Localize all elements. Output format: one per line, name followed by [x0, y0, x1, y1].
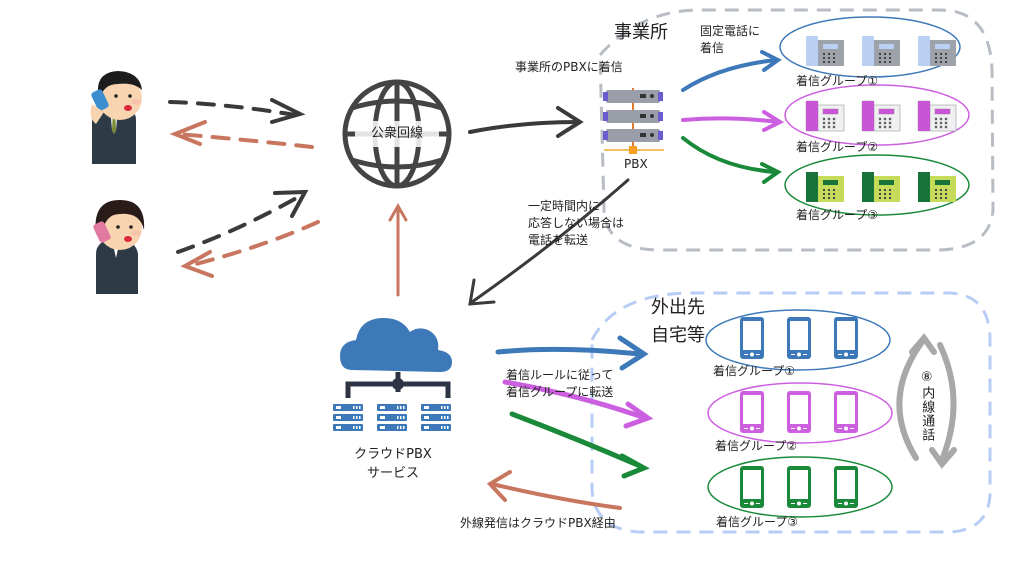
extension-call-label: ⑧内線通話 — [919, 370, 935, 442]
desk-group2-label: 着信グループ② — [796, 140, 879, 154]
remote-title-line2: 自宅等 — [651, 325, 705, 346]
cloud-pbx-label-line2: サービス — [366, 466, 420, 481]
remote-group2-phones — [740, 391, 858, 433]
pbx-to-group3-arrow — [681, 136, 782, 184]
pbx-server-icon — [603, 88, 664, 154]
caller1-outgoing-arrow — [168, 98, 306, 124]
network-to-pbx-arrow — [468, 106, 584, 138]
remote-region-border — [590, 291, 992, 534]
male-caller-avatar — [90, 71, 142, 164]
office-to-cloud-forward-arrow — [468, 178, 630, 306]
desk-group1-phones — [806, 36, 956, 66]
pbx-label: PBX — [624, 157, 648, 171]
desk-group3-phones — [806, 172, 956, 202]
office-incoming-label: 事業所のPBXに着信 — [515, 60, 623, 74]
office-title: 事業所 — [614, 22, 668, 43]
caller2-outgoing-arrow — [176, 189, 309, 254]
outbound-via-cloud-arrow — [486, 470, 622, 510]
cloud-pbx-label-line1: クラウドPBX — [354, 447, 432, 462]
remote-group1-outline — [705, 309, 891, 371]
outbound-note: 外線発信はクラウドPBX経由 — [460, 516, 616, 530]
desk-group2-outline — [784, 84, 970, 146]
cloud-to-remote-group1-arrow — [495, 335, 649, 371]
extension-call-arrow — [896, 333, 957, 469]
cloud-pbx-icon — [333, 318, 452, 431]
remote-group3-phones — [740, 466, 858, 508]
remote-group1-label: 着信グループ① — [713, 364, 796, 378]
public-network-label: 公衆回線 — [370, 126, 424, 141]
remote-group3-label: 着信グループ③ — [716, 515, 799, 529]
pbx-to-group1-arrow — [681, 50, 782, 92]
routing-note-line1: 着信ルールに従って — [506, 368, 614, 382]
desk-group2-phones — [805, 100, 957, 132]
remote-title-line1: 外出先 — [651, 297, 705, 318]
caller1-incoming-arrow — [169, 120, 314, 149]
remote-group1-phones — [740, 317, 858, 359]
forward-note-line3: 電話を転送 — [528, 233, 589, 247]
caller2-incoming-arrow — [180, 220, 320, 278]
routing-note-line2: 着信グループに転送 — [506, 385, 614, 399]
remote-group2-label: 着信グループ② — [715, 439, 798, 453]
desk-group1-label: 着信グループ① — [796, 74, 879, 88]
fixed-phone-label-line2: 着信 — [700, 41, 725, 55]
fixed-phone-label-line1: 固定電話に — [700, 24, 761, 38]
remote-group2-outline — [707, 382, 893, 444]
cloud-to-remote-group2-arrow — [502, 379, 654, 429]
cloud-to-network-arrow — [388, 202, 408, 297]
desk-group3-label: 着信グループ③ — [796, 208, 879, 222]
forward-note-line1: 一定時間内に — [528, 199, 601, 213]
desk-group1-outline — [779, 16, 961, 78]
cloud-to-remote-group3-arrow — [509, 411, 650, 479]
desk-group3-outline — [784, 154, 970, 216]
pbx-to-group2-arrow — [681, 110, 785, 132]
forward-note-line2: 応答しない場合は — [528, 216, 625, 230]
remote-group3-outline — [707, 456, 893, 518]
female-caller-avatar — [93, 200, 145, 294]
office-region-border — [598, 8, 995, 252]
